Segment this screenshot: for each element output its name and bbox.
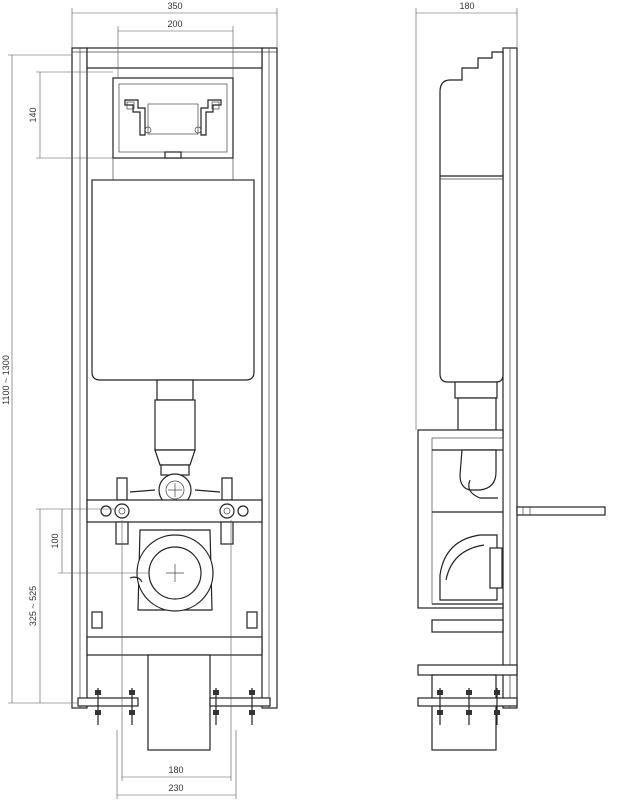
dim-height-range: 1100 ~ 1300 [1, 355, 11, 405]
waste-pipe [147, 654, 211, 751]
cistern [91, 179, 255, 381]
dim-pipe-height-range: 325 ~ 525 [28, 586, 38, 626]
front-dimensions: 350 200 1100 ~ 1300 140 325 ~ 525 100 [1, 1, 278, 799]
dim-bolt-spacing: 180 [168, 765, 183, 775]
right-upright [261, 47, 278, 709]
lower-crossbar [86, 636, 263, 656]
flush-pipe [154, 379, 196, 507]
dim-pipe-offset: 100 [50, 533, 60, 548]
mid-crossbar [86, 499, 263, 523]
cistern-side [439, 51, 504, 383]
side-brackets [116, 477, 233, 501]
side-dimensions: 180 [415, 1, 518, 430]
drain-connector [129, 529, 214, 612]
left-upright [71, 47, 88, 709]
top-crossbar [86, 47, 263, 69]
threaded-rod [516, 506, 606, 516]
side-view: 180 [415, 1, 606, 751]
dim-flush-plate-height: 140 [28, 107, 38, 122]
front-view: 350 200 1100 ~ 1300 140 325 ~ 525 100 [1, 1, 278, 799]
flush-plate-bracket [112, 77, 234, 180]
frame-feet [77, 688, 271, 725]
dim-overall-width: 350 [167, 1, 182, 11]
dim-bottom-width: 230 [168, 783, 183, 793]
dim-side-depth: 180 [459, 1, 474, 11]
dim-frame-top-width: 200 [167, 19, 182, 29]
